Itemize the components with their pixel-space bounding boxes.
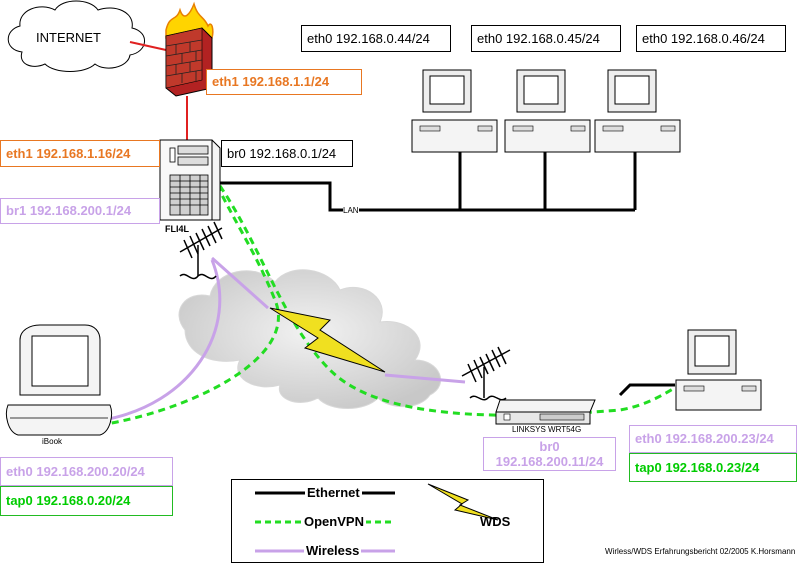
linksys-label: LINKSYS WRT54G	[512, 425, 582, 434]
workstation-2-icon	[504, 69, 591, 153]
linksys-br0-line1: br0	[539, 439, 560, 454]
legend-wds: WDS	[480, 514, 511, 529]
wireless-cloud	[178, 269, 442, 409]
legend-openvpn: OpenVPN	[302, 514, 366, 529]
fli4l-label: FLI4L	[165, 224, 189, 234]
ibook-laptop-icon	[5, 324, 113, 436]
br0-router-label: br0 192.168.0.1/24	[221, 140, 353, 167]
fli4l-router-icon	[159, 139, 221, 221]
pc3-eth0-label: eth0 192.168.0.46/24	[636, 25, 786, 52]
linksys-antenna-icon	[461, 346, 511, 401]
wds-lightning	[269, 307, 386, 373]
internet-label: INTERNET	[36, 30, 101, 45]
firewall-icon	[165, 1, 214, 97]
legend-box	[231, 479, 544, 563]
internet-link	[129, 41, 167, 51]
pc1-eth0-label: eth0 192.168.0.44/24	[301, 25, 451, 52]
remote-tap0-label: tap0 192.168.0.23/24	[629, 453, 797, 482]
ibook-tap0-label: tap0 192.168.0.20/24	[0, 486, 173, 516]
lan-ethernet	[218, 152, 675, 397]
footer-credit: Wirless/WDS Erfahrungsbericht 02/2005 K.…	[605, 547, 796, 556]
legend-ethernet: Ethernet	[305, 485, 362, 500]
eth1-firewall-label: eth1 192.168.1.1/24	[206, 69, 362, 95]
internet-cloud	[7, 0, 145, 72]
linksys-router-icon	[495, 399, 596, 425]
ibook-label: iBook	[42, 437, 63, 446]
workstation-3-icon	[594, 69, 681, 153]
wireless-links	[102, 256, 466, 422]
linksys-br0-label: br0 192.168.200.11/24	[483, 437, 616, 471]
remote-workstation-icon	[675, 329, 762, 411]
legend-wireless: Wireless	[304, 543, 362, 558]
eth1-router-label: eth1 192.168.1.16/24	[0, 140, 160, 167]
ibook-eth0-label: eth0 192.168.200.20/24	[0, 457, 173, 486]
fli4l-antenna-icon	[179, 221, 223, 280]
workstation-1-icon	[411, 69, 498, 153]
remote-eth0-label: eth0 192.168.200.23/24	[629, 425, 797, 453]
lan-label: LAN	[343, 206, 359, 215]
openvpn-links	[99, 175, 681, 427]
pc2-eth0-label: eth0 192.168.0.45/24	[471, 25, 621, 52]
linksys-br0-line2: 192.168.200.11/24	[495, 454, 604, 469]
br1-router-label: br1 192.168.200.1/24	[0, 198, 160, 224]
legend-wds-lightning	[427, 483, 499, 521]
